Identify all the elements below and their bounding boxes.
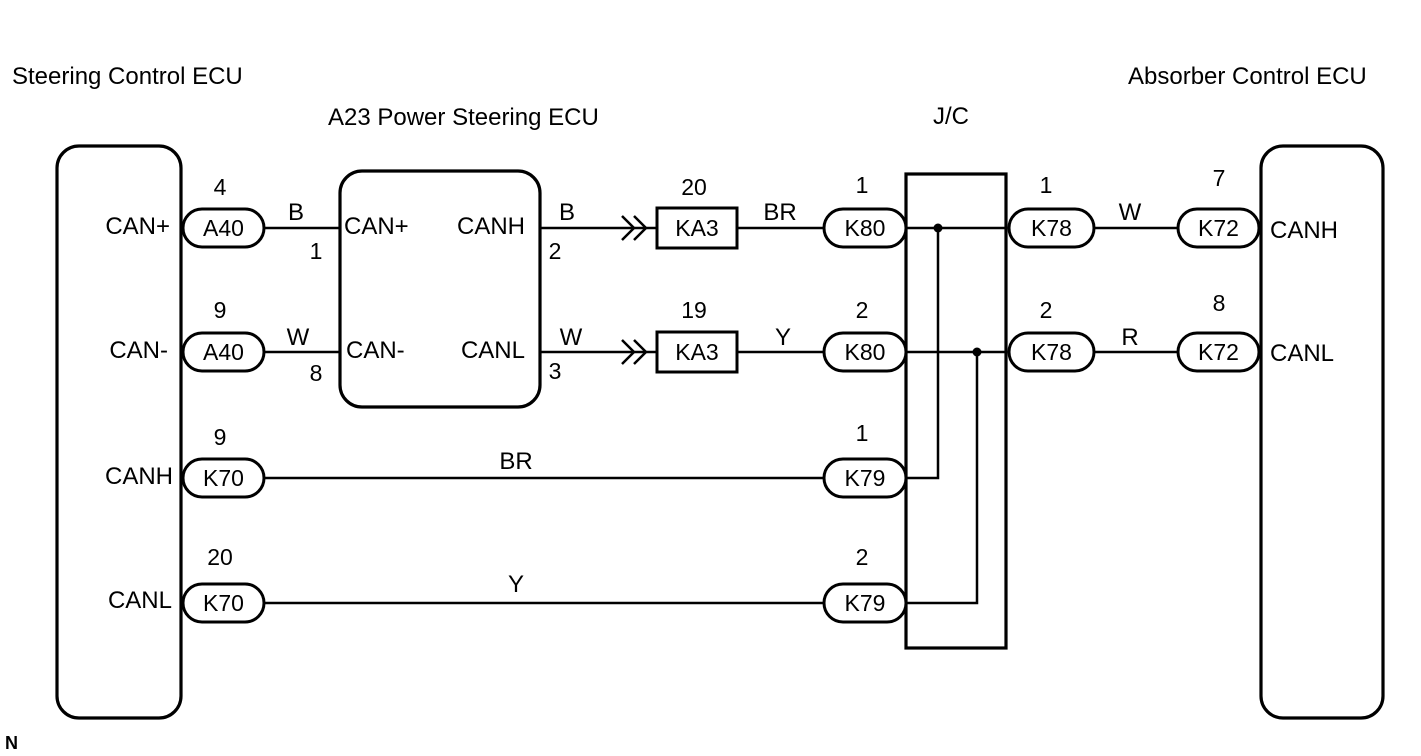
connector-k79-row3-label: K79: [845, 465, 886, 491]
connector-k79-row4-label: K79: [845, 590, 886, 616]
pin-k72-row2: 8: [1213, 290, 1226, 316]
connector-k70-row4-label: K70: [203, 590, 244, 616]
connector-a40-row1: [181, 207, 266, 249]
connector-k80-row2: [822, 331, 908, 373]
connector-a40-row2-label: A40: [203, 339, 244, 365]
absorber-control-ecu-box: [1259, 144, 1385, 720]
steering-terminal-can-plus: CAN+: [105, 213, 170, 240]
power-steering-ecu-title: A23 Power Steering ECU: [328, 104, 599, 131]
ps-terminal-canl: CANL: [461, 337, 525, 364]
absorber-ecu-title: Absorber Control ECU: [1128, 63, 1367, 90]
pin-ka3-row2: 19: [681, 297, 707, 323]
connector-a40-row2: [181, 331, 266, 373]
absorber-terminal-canl: CANL: [1270, 340, 1334, 367]
wire-color-w9: W: [1119, 199, 1142, 226]
splice-dot-canl: [972, 347, 982, 357]
pin-k80-row2: 2: [856, 297, 869, 323]
connector-k78-row1: [1007, 207, 1096, 249]
pin-a40-row1: 4: [214, 174, 227, 200]
connector-k70-row3-label: K70: [203, 465, 244, 491]
ps-terminal-can-minus: CAN-: [346, 337, 405, 364]
connector-k70-row3: [181, 457, 266, 499]
pin-k78-row1: 1: [1040, 172, 1053, 198]
ps-terminal-can-plus: CAN+: [344, 213, 409, 240]
connector-ka3-row2-label: KA3: [675, 339, 718, 365]
chevron-icon: [621, 339, 648, 365]
connector-k78-row2: [1007, 331, 1096, 373]
wire-color-w2: W: [287, 324, 310, 351]
connector-k72-row2-label: K72: [1198, 339, 1239, 365]
wire-color-w4: W: [560, 324, 583, 351]
connector-k80-row1-label: K80: [845, 215, 886, 241]
corner-mark: N: [5, 733, 18, 753]
connector-ka3-row1-label: KA3: [675, 215, 718, 241]
connector-k78-row1-label: K78: [1031, 215, 1072, 241]
steering-control-ecu-box: [55, 144, 183, 720]
wire-color-w8: Y: [508, 571, 524, 598]
splice-dot-canh: [933, 223, 943, 233]
steering-ecu-title: Steering Control ECU: [12, 63, 243, 90]
chevron-icon: [621, 215, 648, 241]
wire-color-w1: B: [288, 199, 304, 226]
junction-connector-box: [904, 172, 1008, 650]
pin-ps-canl: 3: [549, 358, 562, 384]
ps-terminal-canh: CANH: [457, 213, 525, 240]
absorber-terminal-canh: CANH: [1270, 217, 1338, 244]
wire-jc-internal-canl: [906, 352, 979, 605]
wire-color-w10: R: [1121, 324, 1138, 351]
pin-k70-row3: 9: [214, 424, 227, 450]
wire-color-w5: BR: [763, 199, 796, 226]
connector-k72-row1: [1176, 207, 1261, 249]
connector-k72-row1-label: K72: [1198, 215, 1239, 241]
wire-color-w3: B: [559, 199, 575, 226]
wire-color-w7: BR: [499, 448, 532, 475]
connector-ka3-row1: [655, 206, 739, 250]
steering-terminal-canl: CANL: [108, 587, 172, 614]
wire-jc-internal-canh: [906, 228, 940, 480]
pin-k70-row4: 20: [207, 544, 233, 570]
connector-k72-row2: [1176, 331, 1261, 373]
connector-k80-row1: [822, 207, 908, 249]
connector-k78-row2-label: K78: [1031, 339, 1072, 365]
pin-ka3-row1: 20: [681, 174, 707, 200]
connector-k80-row2-label: K80: [845, 339, 886, 365]
pin-k80-row1: 1: [856, 172, 869, 198]
pin-k79-row3: 1: [856, 420, 869, 446]
pin-k79-row4: 2: [856, 544, 869, 570]
pin-ps-can-plus: 1: [310, 238, 323, 264]
connector-k79-row3: [822, 457, 908, 499]
pin-k78-row2: 2: [1040, 297, 1053, 323]
connector-a40-row1-label: A40: [203, 215, 244, 241]
junction-connector-title: J/C: [933, 103, 969, 130]
steering-terminal-canh: CANH: [105, 463, 173, 490]
pin-k72-row1: 7: [1213, 165, 1226, 191]
pin-ps-can-minus: 8: [310, 360, 323, 386]
wire-color-w6: Y: [775, 324, 791, 351]
connector-ka3-row2: [655, 330, 739, 374]
steering-terminal-can-minus: CAN-: [109, 337, 168, 364]
connector-k79-row4: [822, 582, 908, 624]
power-steering-ecu-box: [338, 169, 542, 409]
connector-k70-row4: [181, 582, 266, 624]
pin-a40-row2: 9: [214, 297, 227, 323]
pin-ps-canh: 2: [549, 238, 562, 264]
